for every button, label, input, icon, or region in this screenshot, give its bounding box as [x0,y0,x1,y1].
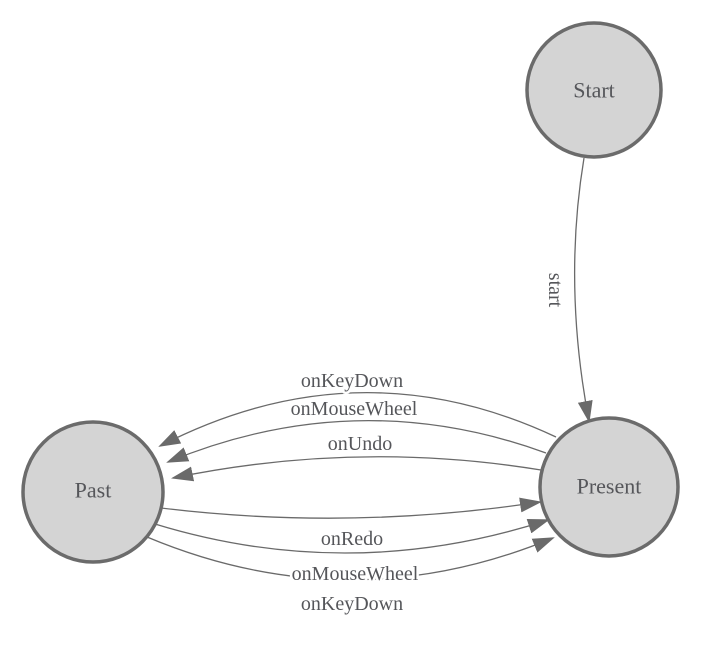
edge-present-to-past-onmousewheel [166,420,547,463]
state-node-start-circle [525,21,663,159]
state-node-past-circle [21,420,165,564]
state-node-start: Start [525,21,663,159]
edge-label-onmousewheel-top: onMouseWheel [291,398,418,420]
state-node-start-label: Start [573,78,615,103]
edge-label-onundo: onUndo [328,433,392,455]
edge-past-to-present-onkeydown [146,536,555,581]
edge-present-to-past-onkeydown [158,391,557,447]
edge-label-onmousewheel-bottom: onMouseWheel [292,563,419,585]
edge-past-to-present-onredo [160,497,542,519]
edge-label-onkeydown-top: onKeyDown [301,370,403,392]
state-node-present: Present [538,416,680,558]
edge-present-to-past-onundo [171,456,542,482]
edge-label-onredo: onRedo [321,528,383,550]
edge-start-to-present [573,157,593,423]
edge-label-start: start [544,273,566,308]
state-node-past: Past [21,420,165,564]
state-node-past-label: Past [75,478,112,503]
state-node-present-circle [538,416,680,558]
edge-label-onkeydown-bottom: onKeyDown [301,593,403,615]
transition-labels: start onKeyDown onMouseWheel onUndo onRe… [288,270,568,617]
transition-edges [146,157,593,581]
edge-past-to-present-onmousewheel [154,519,550,554]
state-node-present-label: Present [577,474,642,499]
